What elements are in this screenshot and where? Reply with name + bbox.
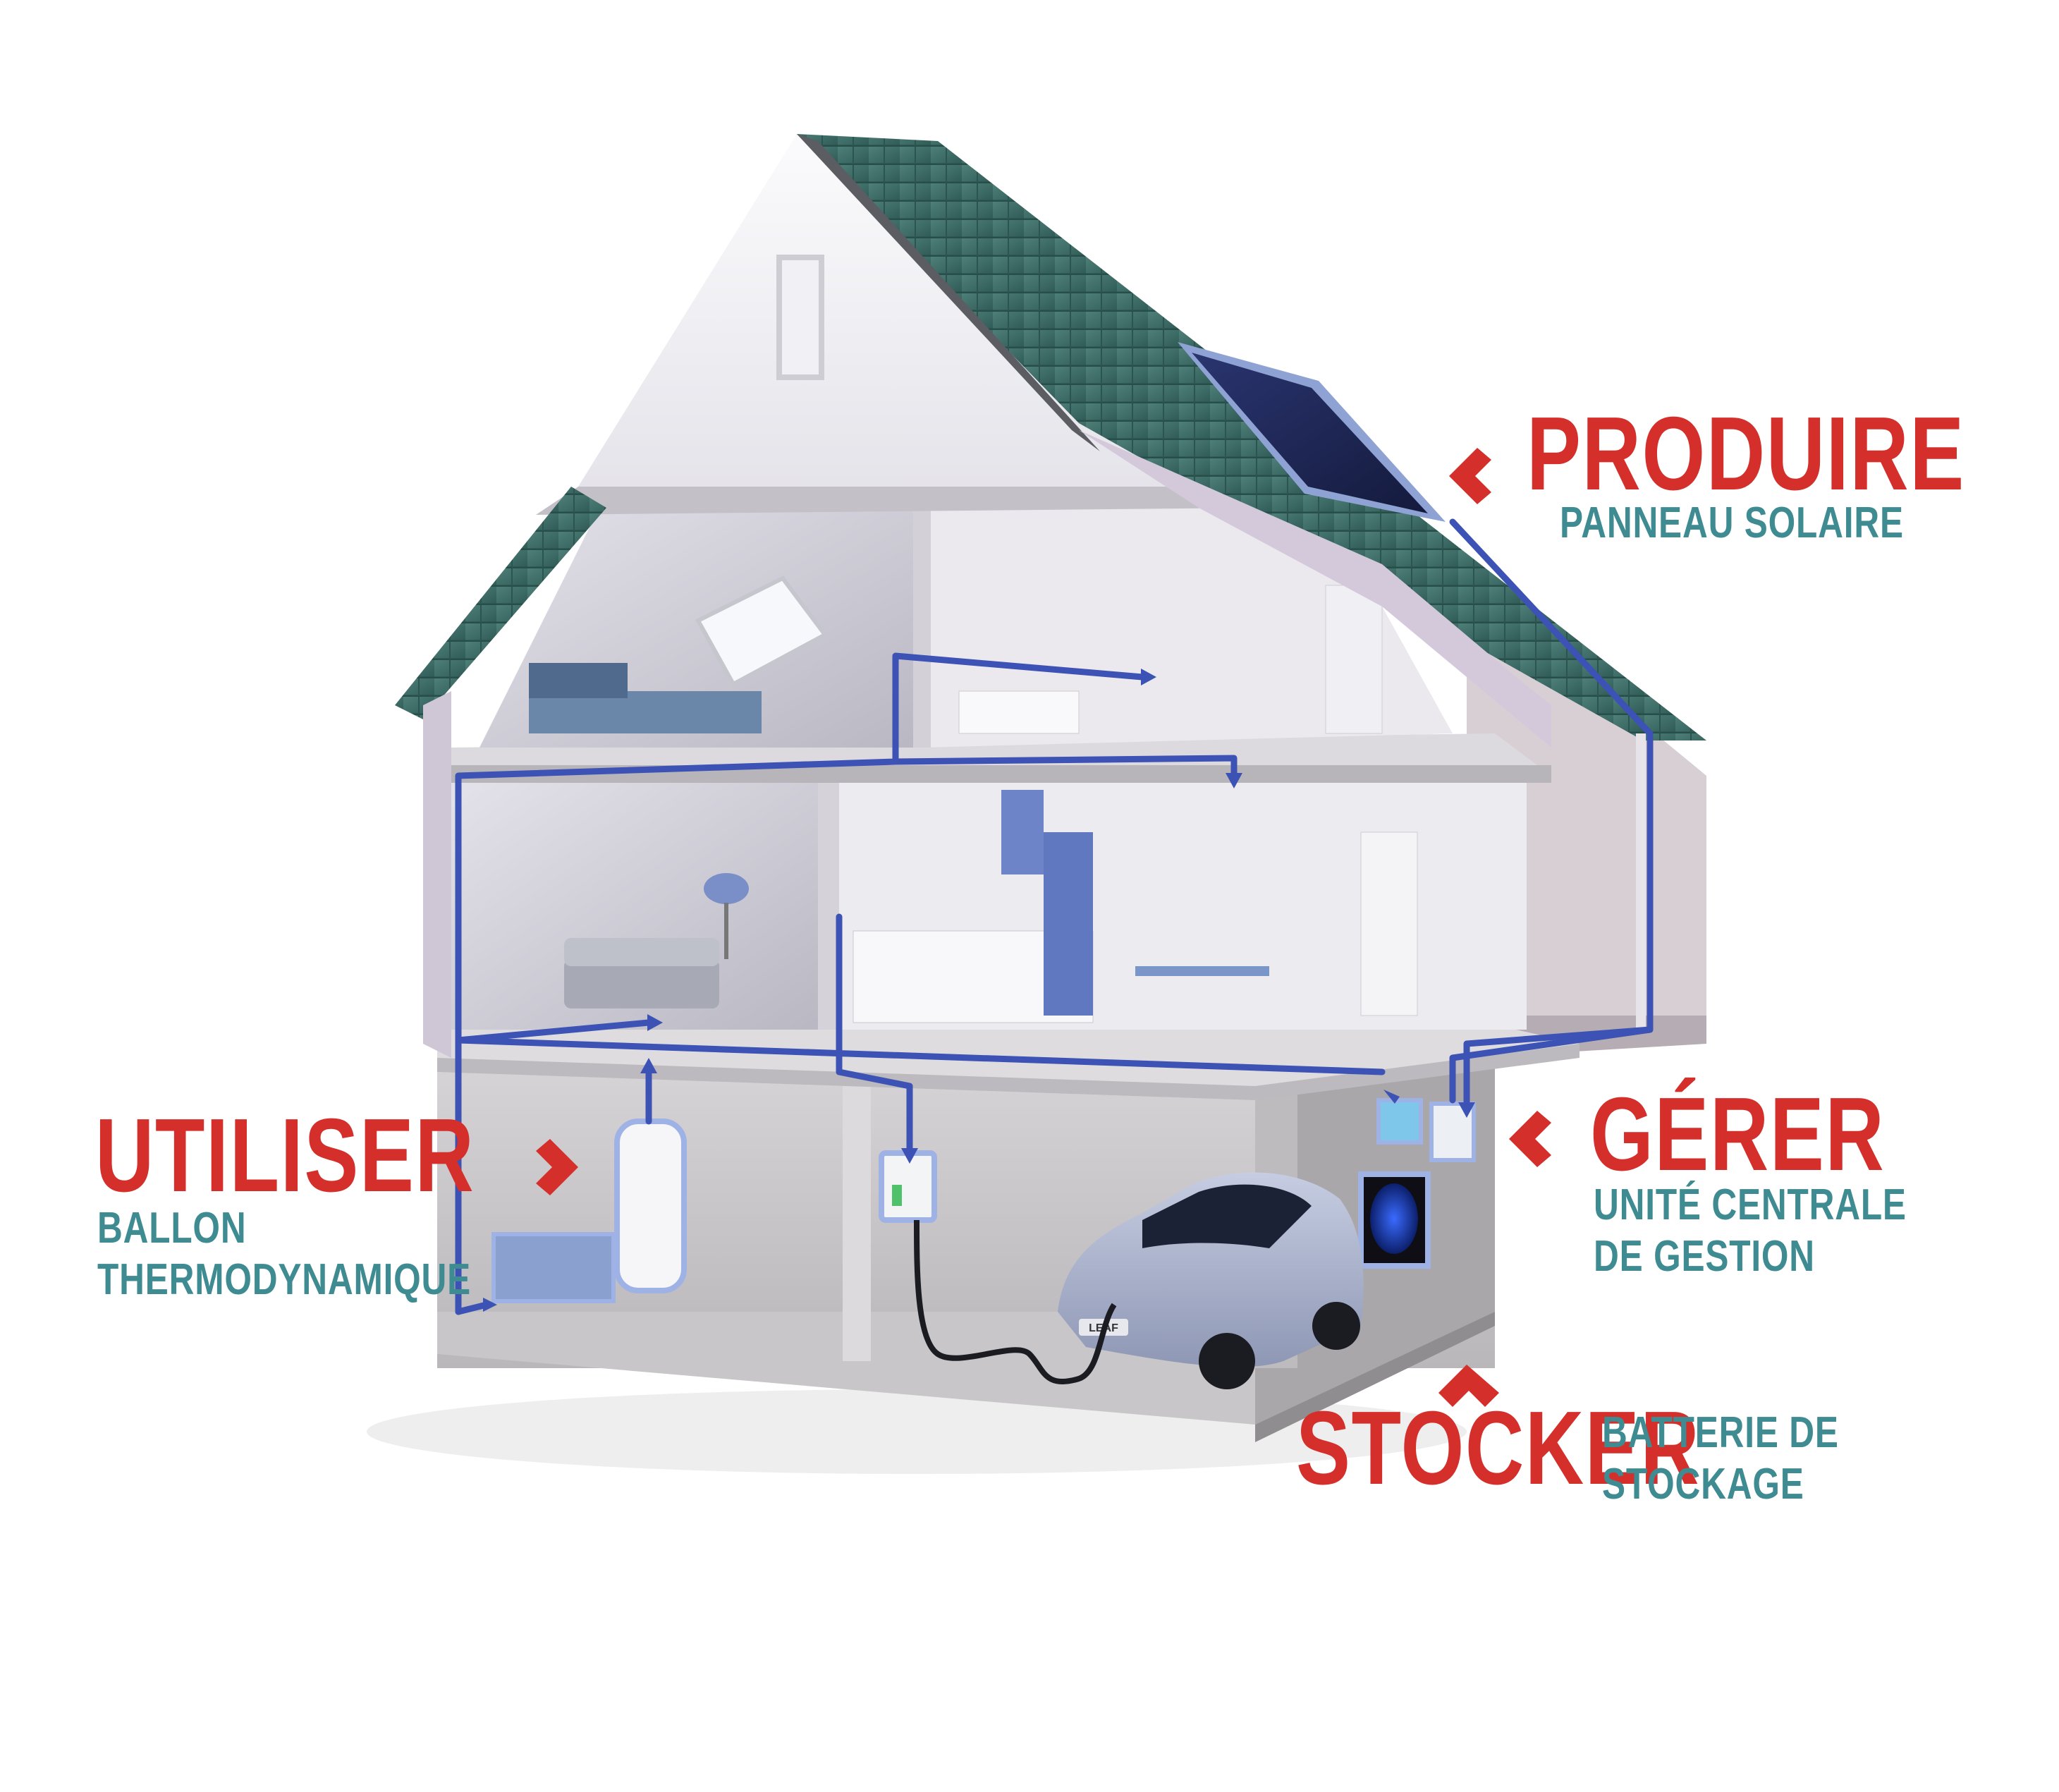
- bathroom: [924, 494, 1453, 748]
- callout-produire-title: PRODUIRE: [1527, 396, 1965, 512]
- door: [1360, 831, 1418, 1016]
- car-wheel-rear: [1312, 1302, 1360, 1350]
- roof-right: [797, 134, 1706, 740]
- eave-shadow: [536, 487, 1255, 515]
- callout-utiliser-subtitle-line-1: BALLON: [97, 1204, 247, 1252]
- central-management-unit: [1376, 1098, 1423, 1145]
- callout-gerer: GÉRER: [1590, 1083, 1968, 1187]
- solar-panel: [1192, 353, 1428, 513]
- callout-gerer-title: GÉRER: [1590, 1076, 1886, 1193]
- sofa-back: [564, 938, 719, 966]
- callout-utiliser-title: UTILISER: [95, 1097, 475, 1214]
- attic-window: [776, 255, 824, 380]
- skylight: [695, 575, 829, 688]
- ev-wall-charger: [879, 1150, 937, 1223]
- callout-utiliser-subtitle: BALLON THERMODYNAMIQUE: [97, 1202, 565, 1305]
- floor-slab-ground-edge: [437, 1044, 1580, 1100]
- roof-left: [395, 487, 606, 719]
- car-windshield: [1142, 1184, 1312, 1248]
- chevron-up-icon: [1438, 1365, 1499, 1407]
- chevron-right-icon: [536, 1139, 578, 1195]
- callout-utiliser: UTILISER: [95, 1104, 582, 1208]
- ev-charger-led: [892, 1185, 902, 1206]
- cellar-front-edge: [1255, 1312, 1495, 1442]
- heat-pump-water-heater: [614, 1119, 687, 1293]
- callout-stocker-subtitle-line-2: STOCKAGE: [1602, 1460, 1804, 1509]
- bed-headboard: [529, 663, 628, 698]
- roof-cut-edge: [797, 134, 1100, 451]
- callout-utiliser-subtitle-line-2: THERMODYNAMIQUE: [97, 1255, 472, 1305]
- dining-table: [1135, 966, 1269, 976]
- cable-arrowheads: [483, 669, 1475, 1312]
- chevron-left-icon: [1449, 448, 1491, 504]
- lamp-shade: [704, 873, 749, 904]
- chevron-left-icon: [1509, 1111, 1551, 1167]
- callout-stocker-subtitle-line-1: BATTERIE DE: [1602, 1408, 1839, 1457]
- kitchen-cabinet-blue: [1001, 790, 1044, 874]
- callout-stocker-subtitle: BATTERIE DE STOCKAGE: [1602, 1407, 1898, 1510]
- cellar-partition: [843, 1065, 871, 1361]
- fridge: [1044, 832, 1093, 1016]
- callout-produire-subtitle: PANNEAU SOLAIRE: [1560, 497, 1990, 549]
- attic-partition: [913, 487, 931, 748]
- callout-gerer-subtitle: UNITÉ CENTRALE DE GESTION: [1594, 1179, 1985, 1282]
- ground-floor-partition: [818, 776, 839, 1030]
- callout-gerer-subtitle-line-1: UNITÉ CENTRALE: [1594, 1181, 1907, 1229]
- callout-produire: PRODUIRE: [1527, 402, 2059, 506]
- charging-cable: [914, 1219, 1117, 1385]
- car-wheel-front: [1199, 1333, 1255, 1389]
- energy-cables: [455, 518, 1654, 1315]
- downpipe: [1636, 733, 1646, 1030]
- callout-gerer-subtitle-line-2: DE GESTION: [1594, 1232, 1815, 1281]
- sofa: [564, 959, 719, 1008]
- callout-stocker: STOCKER: [1296, 1396, 1814, 1501]
- left-wall-insulation: [423, 691, 451, 1058]
- lamp-stand: [724, 903, 728, 959]
- callout-produire-subtitle-line: PANNEAU SOLAIRE: [1560, 499, 1904, 547]
- callout-stocker-title: STOCKER: [1296, 1390, 1701, 1506]
- wardrobe: [1325, 585, 1383, 734]
- battery-display: [1370, 1183, 1418, 1254]
- heat-pump-unit: [491, 1232, 616, 1303]
- bathtub: [958, 690, 1080, 734]
